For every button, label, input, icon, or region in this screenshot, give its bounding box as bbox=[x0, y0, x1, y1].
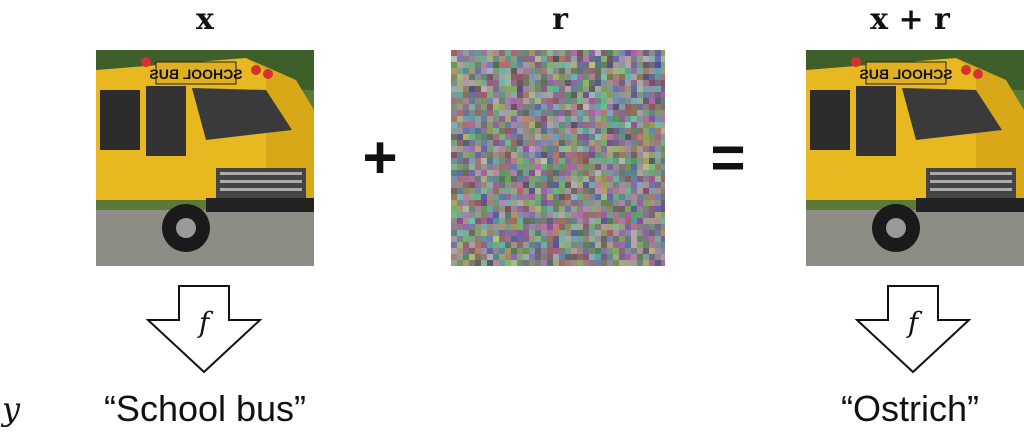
school-bus-image-adversarial: SCHOOL BUS bbox=[806, 50, 1024, 266]
function-symbol-left: f bbox=[198, 306, 210, 339]
svg-text:SCHOOL BUS: SCHOOL BUS bbox=[859, 66, 952, 82]
header-r: r bbox=[552, 2, 568, 37]
down-arrow-icon-left bbox=[146, 284, 262, 374]
header-x-plus-r: x + r bbox=[870, 2, 950, 37]
svg-text:SCHOOL BUS: SCHOOL BUS bbox=[149, 66, 242, 82]
noise-image bbox=[451, 50, 665, 266]
output-label-left: “School bus” bbox=[103, 388, 307, 429]
output-label-right: “Ostrich” bbox=[841, 388, 979, 429]
school-bus-image-original: SCHOOL BUS bbox=[96, 50, 314, 266]
equals-operator: = bbox=[710, 124, 746, 191]
plus-operator: + bbox=[362, 124, 398, 191]
function-symbol-right: f bbox=[907, 306, 919, 339]
header-x: x bbox=[196, 2, 214, 37]
down-arrow-icon-right bbox=[855, 284, 971, 374]
y-symbol: y bbox=[2, 390, 21, 428]
